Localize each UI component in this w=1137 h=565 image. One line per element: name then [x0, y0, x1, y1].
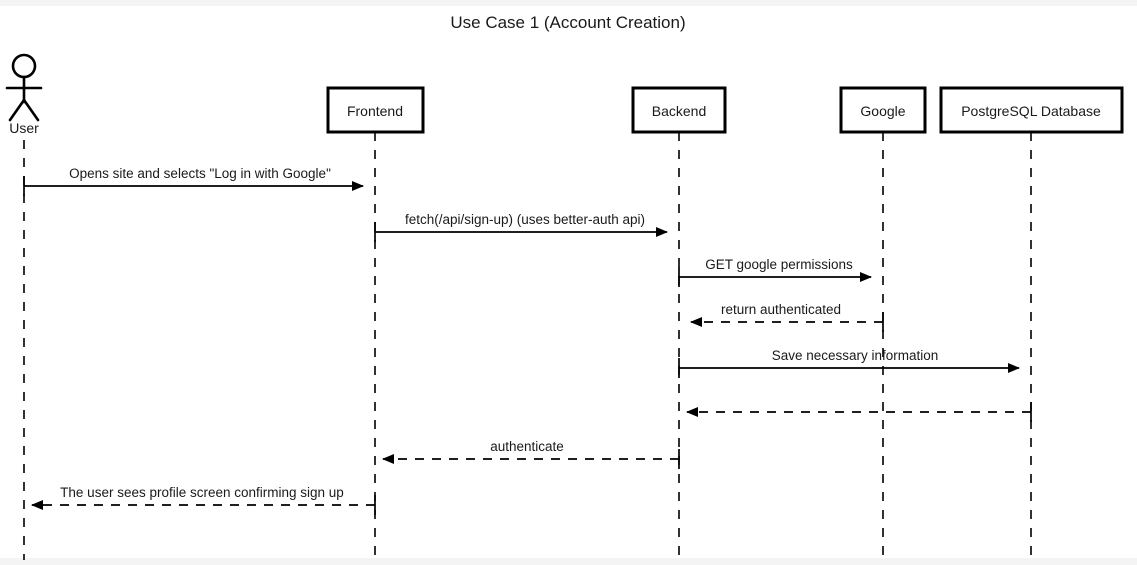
participant-box-backend[interactable]: Backend	[631, 86, 727, 134]
participant-label-google: Google	[860, 103, 905, 119]
message-6[interactable]	[686, 402, 1032, 422]
message-1[interactable]: Opens site and selects "Log in with Goog…	[23, 166, 364, 196]
message-2-label: fetch(/api/sign-up) (uses better-auth ap…	[405, 212, 645, 227]
participant-box-google[interactable]: Google	[839, 86, 927, 134]
message-8[interactable]: The user sees profile screen confirming …	[31, 485, 376, 515]
participant-box-frontend[interactable]: Frontend	[326, 86, 425, 134]
message-2[interactable]: fetch(/api/sign-up) (uses better-auth ap…	[374, 212, 668, 242]
actor-head-icon	[11, 53, 37, 79]
message-5-label: Save necessary information	[772, 348, 939, 363]
actor-leg-left-icon	[8, 98, 26, 122]
participant-box-rect-frontend	[326, 86, 425, 134]
actor-leg-right-icon	[22, 98, 40, 122]
message-7-label: authenticate	[490, 439, 564, 454]
message-1-label: Opens site and selects "Log in with Goog…	[69, 166, 331, 181]
message-7[interactable]: authenticate	[382, 439, 680, 469]
participant-box-database[interactable]: PostgreSQL Database	[939, 86, 1124, 134]
message-3[interactable]: GET google permissions	[678, 257, 872, 287]
page-title: Use Case 1 (Account Creation)	[450, 13, 685, 32]
message-5[interactable]: Save necessary information	[678, 348, 1020, 378]
participant-box-rect-google	[839, 86, 927, 134]
participant-actor-user[interactable]: User	[5, 53, 43, 136]
message-8-label: The user sees profile screen confirming …	[60, 485, 344, 500]
participant-label-backend: Backend	[652, 103, 706, 119]
participant-label-database: PostgreSQL Database	[961, 103, 1101, 119]
message-4[interactable]: return authenticated	[690, 302, 884, 332]
participant-label-frontend: Frontend	[347, 103, 403, 119]
participant-box-rect-database	[939, 86, 1124, 134]
message-4-label: return authenticated	[721, 302, 841, 317]
participant-label-user: User	[9, 120, 39, 136]
message-3-label: GET google permissions	[705, 257, 853, 272]
